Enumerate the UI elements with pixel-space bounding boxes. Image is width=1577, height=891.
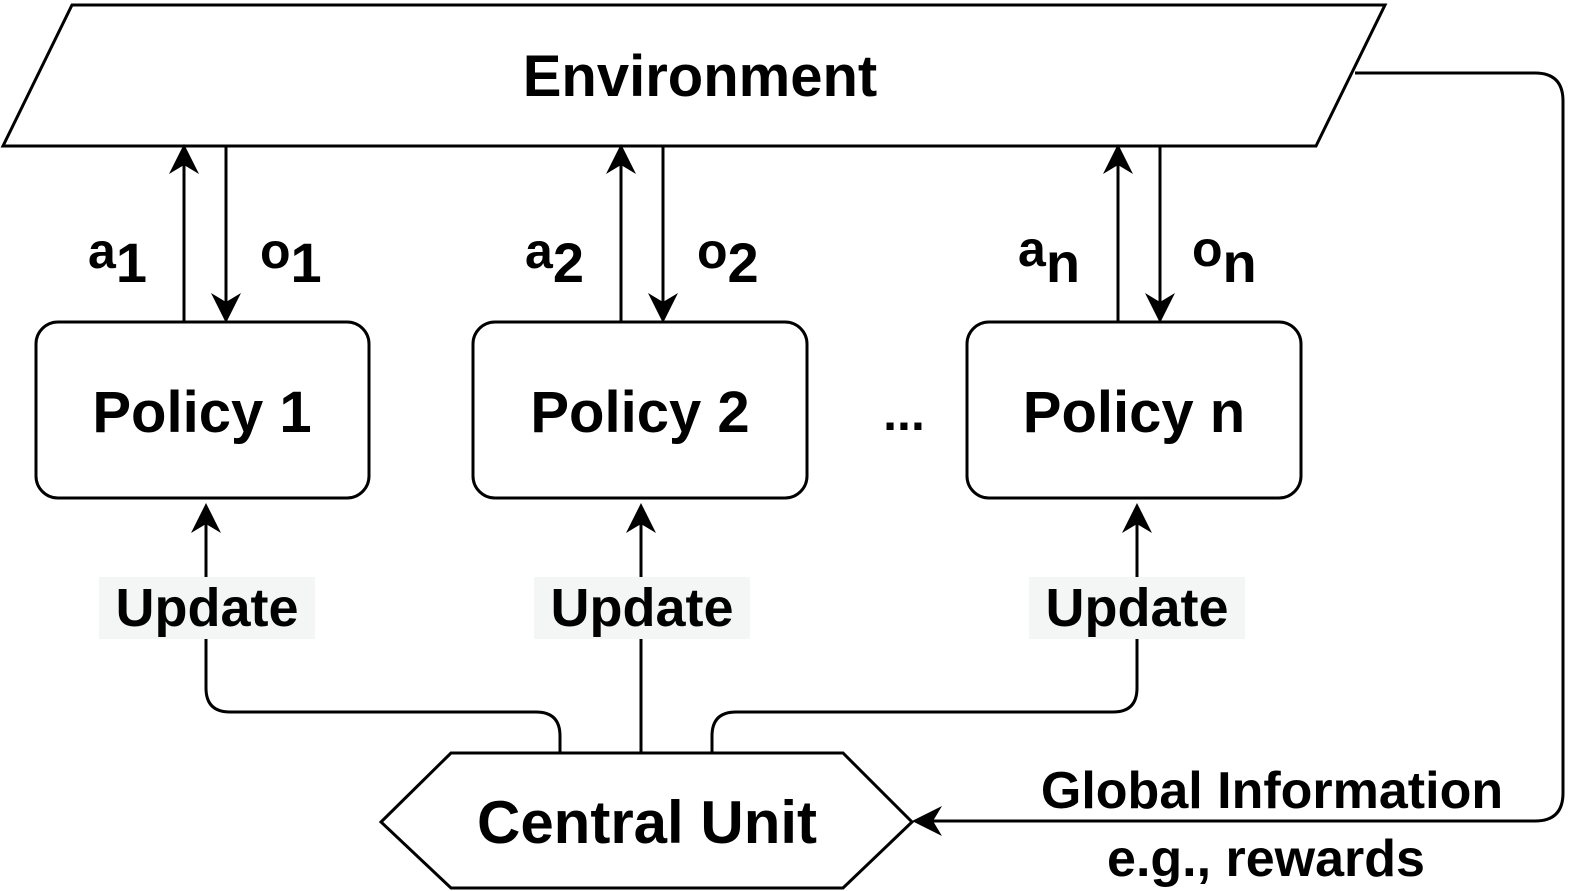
action-n-label: an (1018, 221, 1080, 294)
global-info-line2: e.g., rewards (1107, 830, 1425, 888)
global-info-line1: Global Information (1041, 762, 1503, 820)
policy-1-box (34, 320, 371, 500)
central-unit-block: Central Unit (378, 751, 915, 890)
ellipsis: ... (883, 385, 925, 441)
observation-2-label: o2 (697, 223, 759, 294)
update-n-connector (710, 503, 1152, 752)
environment-label: Environment (523, 44, 878, 109)
observation-n-label: on (1192, 221, 1257, 294)
policy-2-label: Policy 2 (530, 380, 749, 445)
global-info-connector (912, 71, 1565, 836)
central-unit-label: Central Unit (477, 789, 817, 856)
policy-2-group: a2 o2 Policy 2 Update (471, 144, 809, 752)
update-2-label: Update (550, 578, 733, 638)
update-1-connector (191, 503, 562, 752)
policy-n-label: Policy n (1023, 380, 1245, 445)
action-2-label: a2 (525, 223, 584, 294)
policy-n-box (965, 320, 1303, 500)
observation-1-label: o1 (260, 223, 322, 294)
update-2-label-bg (534, 577, 750, 639)
update-1-label-bg (99, 577, 315, 639)
policy-1-group: a1 o1 Policy 1 Update (34, 144, 562, 752)
policy-1-label: Policy 1 (92, 380, 311, 445)
action-1-label: a1 (88, 223, 147, 294)
update-1-label: Update (115, 578, 298, 638)
update-n-label: Update (1045, 578, 1228, 638)
policy-n-group: an on Policy n Update (710, 144, 1303, 752)
policy-2-box (471, 320, 809, 500)
environment-block: Environment (0, 3, 1388, 148)
update-n-label-bg (1029, 577, 1245, 639)
